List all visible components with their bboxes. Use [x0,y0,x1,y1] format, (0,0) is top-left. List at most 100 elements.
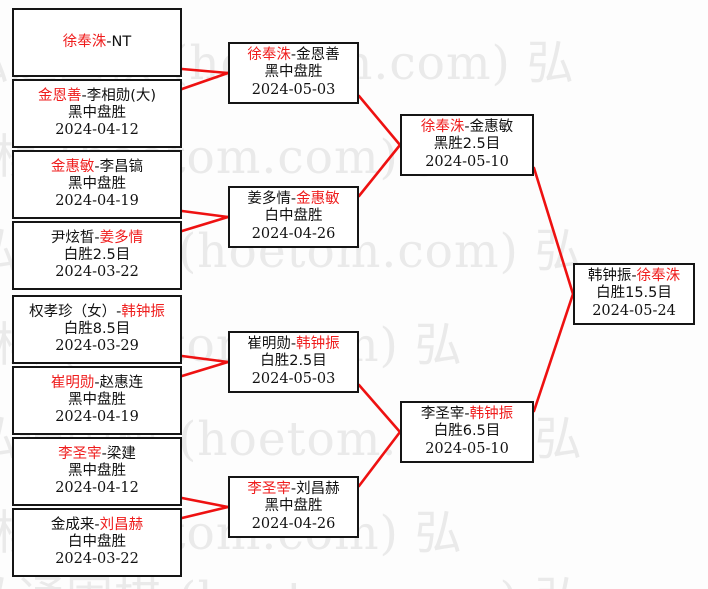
player-left: 李圣宰 [58,445,102,462]
player-right: 赵惠连 [99,374,144,391]
player-separator: - [290,481,297,498]
connector-line [180,215,230,233]
player-right: 梁建 [106,445,136,462]
connector-line [180,496,230,509]
player-right: 韩钟振 [296,336,340,353]
player-separator: - [290,191,297,208]
player-right: 金恩善 [296,47,340,64]
match-players: 姜多情-金惠敏 [247,191,339,208]
player-separator: - [94,374,100,391]
match-result: 黑中盘胜 [68,175,126,192]
player-left: 金恩善 [37,87,82,104]
match-players: 徐奉洙-金惠敏 [421,119,513,136]
player-separator: - [290,47,297,64]
player-left: 徐奉洙 [420,119,465,136]
connector-line [180,209,230,219]
match-players: 金成来-刘昌赫 [51,517,143,534]
player-left: 权孝珍（女） [29,303,117,320]
player-left: 崔明勋 [50,374,95,391]
player-left: 李圣宰 [247,481,291,498]
match-result: 黑中盘胜 [68,104,126,121]
connector-line [180,67,230,75]
player-left: 尹炫晳 [50,229,95,246]
match-date: 2024-04-26 [251,225,336,242]
match-box[interactable]: 徐奉洙-NT [12,8,182,77]
connector-line [357,94,402,147]
connector-line [180,505,230,520]
match-date: 2024-05-10 [425,440,509,457]
connector-line [532,166,575,296]
match-result: 白中盘胜 [68,533,126,550]
match-players: 李圣宰-韩钟振 [421,406,513,423]
match-date: 2024-05-24 [592,302,676,319]
player-separator: - [81,87,87,104]
connector-line [357,383,402,434]
match-date: 2024-05-03 [251,370,336,387]
match-date: 2024-04-19 [55,193,139,210]
player-right: 金惠敏 [469,119,514,136]
match-result: 黑中盘胜 [68,391,126,408]
match-players: 徐奉洙-NT [63,34,131,51]
connector-line [357,430,402,488]
player-right: 金惠敏 [296,191,340,208]
player-left: 姜多情 [247,191,291,208]
player-right: 刘昌赫 [296,481,340,498]
match-players: 徐奉洙-金恩善 [247,47,339,64]
player-separator: - [290,336,297,353]
match-players: 尹炫晳-姜多情 [51,230,143,247]
match-result: 白胜2.5目 [260,353,327,370]
match-date: 2024-03-22 [55,264,139,281]
player-separator: - [116,303,122,320]
match-result: 黑中盘胜 [264,64,323,81]
match-date: 2024-04-12 [55,480,139,497]
player-separator: - [101,445,107,462]
player-separator: - [106,33,112,50]
match-players: 李圣宰-刘昌赫 [247,481,339,498]
match-players: 权孝珍（女）-韩钟振 [29,304,165,321]
match-players: 李圣宰-梁建 [58,446,136,463]
player-left: 金惠敏 [50,158,95,175]
player-right: 刘昌赫 [99,516,144,533]
match-players: 崔明勋-韩钟振 [247,336,339,353]
connector-line [357,143,402,198]
match-result: 白胜15.5目 [596,285,672,302]
match-date: 2024-03-22 [55,551,139,568]
player-left: 韩钟振 [587,268,632,285]
match-players: 金恩善-李相勋(大) [38,88,156,105]
player-separator: - [94,516,100,533]
match-result: 黑胜2.5目 [433,136,501,153]
player-separator: - [631,268,637,285]
match-date: 2024-05-10 [425,153,509,170]
connector-line [180,360,230,378]
player-separator: - [464,119,470,136]
player-right: 姜多情 [99,229,144,246]
connector-line [180,71,230,91]
player-left: 徐奉洙 [247,47,291,64]
match-date: 2024-04-12 [55,122,139,139]
player-left: 崔明勋 [247,336,291,353]
player-left: 金成来 [50,516,95,533]
player-left: 徐奉洙 [62,33,107,50]
player-right: 李相勋(大) [86,87,157,104]
player-right: NT [111,33,132,50]
player-separator: - [94,229,100,246]
player-right: 李昌镐 [99,158,144,175]
player-right: 韩钟振 [121,303,165,320]
match-players: 金惠敏-李昌镐 [51,159,143,176]
connector-line [532,292,575,413]
